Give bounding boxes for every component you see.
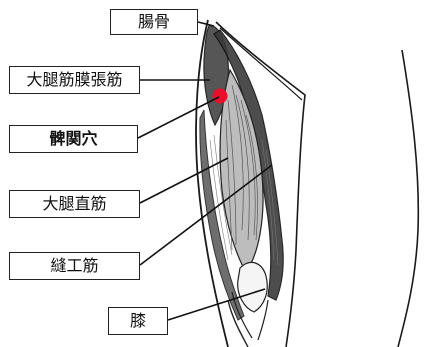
label-rectus-femoris: 大腿直筋: [9, 190, 140, 218]
patella-outline: [238, 262, 268, 312]
label-ilium: 腸骨: [110, 9, 198, 35]
label-tensor-fasciae-latae: 大腿筋膜張筋: [9, 66, 140, 94]
label-knee: 膝: [108, 307, 168, 335]
body-outline-right: [398, 50, 418, 347]
label-sartorius: 縫工筋: [9, 252, 140, 280]
leader-line-hikan: [138, 97, 219, 138]
acupoint-marker: [213, 89, 227, 103]
label-hikan-acupoint: 髀関穴: [9, 125, 138, 153]
